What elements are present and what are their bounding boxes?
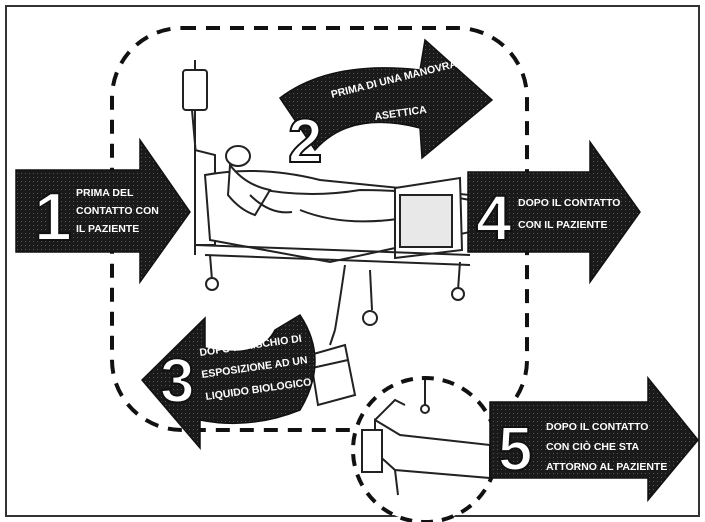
step-2-arrow: 2 PRIMA DI UNA MANOVRA ASETTICA [280,40,492,176]
step-5-number: 5 [498,415,532,484]
step-5-label-line-1: DOPO IL CONTATTO [546,421,648,433]
step-2-number: 2 [288,107,322,176]
step-4-label-line-2: CON IL PAZIENTE [518,219,607,231]
step-1-label-line-2: CONTATTO CON [76,205,159,217]
step-5-arrow: 5 DOPO IL CONTATTO CON CIÒ CHE STA ATTOR… [490,378,698,500]
step-4-number: 4 [476,182,512,254]
step-4-label-line-1: DOPO IL CONTATTO [518,197,620,209]
step-1-label-line-3: IL PAZIENTE [76,223,139,235]
step-4-arrow: 4 DOPO IL CONTATTO CON IL PAZIENTE [468,142,640,282]
step-5-label-line-3: ATTORNO AL PAZIENTE [546,461,667,473]
step-3-number: 3 [160,347,194,416]
step-5-label-line-2: CON CIÒ CHE STA [546,440,640,453]
step-1-number: 1 [34,179,72,255]
step-1-arrow: 1 PRIMA DEL CONTATTO CON IL PAZIENTE [16,140,190,282]
fluid-bag-illustration [310,330,355,405]
step-1-label-line-1: PRIMA DEL [76,187,134,199]
